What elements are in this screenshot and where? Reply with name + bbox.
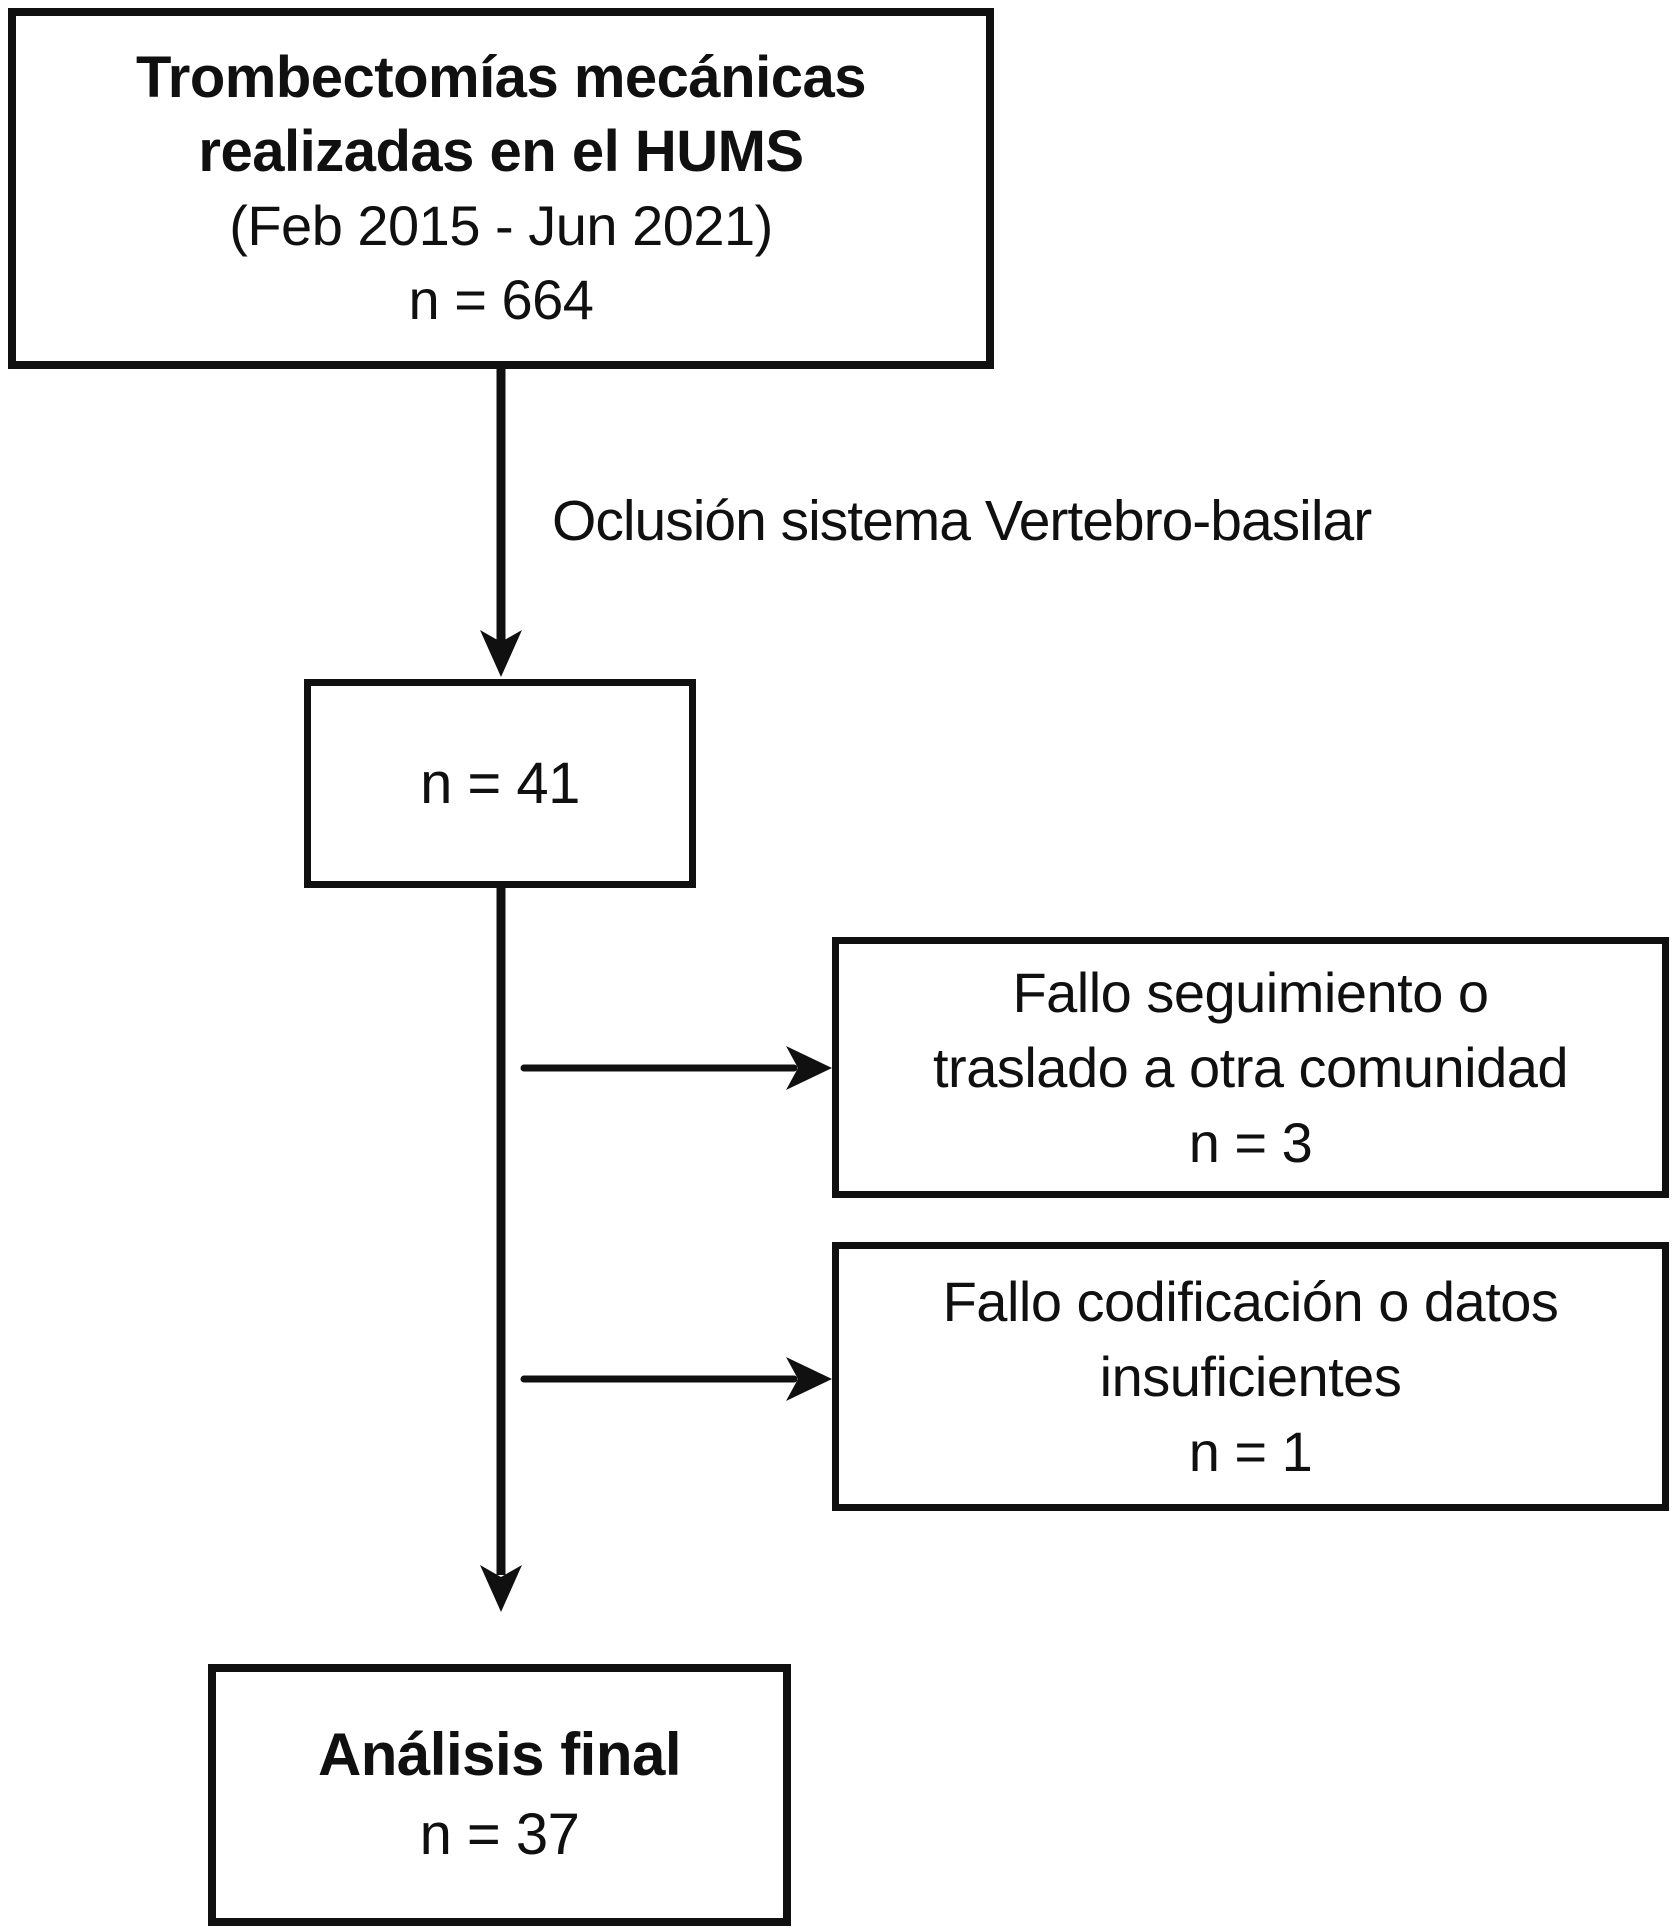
arrowhead-right-exclusion2-icon [786,1357,832,1401]
arrowhead-down-vertebro-icon [480,630,522,677]
final-box-line-1: Análisis final [317,1721,682,1788]
exclusion2-line-1: Fallo codificación o datos [942,1270,1559,1333]
arrowhead-down-final-icon [480,1565,522,1612]
edge-label-occlusion: Oclusión sistema Vertebro-basilar [552,489,1372,553]
exclusion2-line-3: n = 1 [1188,1420,1313,1483]
final-box-line-2: n = 37 [419,1802,580,1867]
exclusion2-line-2: insuficientes [1099,1345,1402,1408]
top-box: Trombectomías mecánicas realizadas en el… [8,8,994,369]
top-box-line-1: Trombectomías mecánicas [136,44,866,110]
exclusion1-line-3: n = 3 [1188,1111,1313,1174]
arrowhead-right-exclusion1-icon [786,1046,832,1090]
exclusion-box-1: Fallo seguimiento o traslado a otra comu… [832,937,1669,1198]
exclusion1-line-2: traslado a otra comunidad [933,1036,1569,1099]
vertebro-count-line: n = 41 [420,750,580,816]
final-analysis-box: Análisis final n = 37 [208,1664,791,1926]
vertebro-count-box: n = 41 [304,679,696,888]
top-box-line-3: (Feb 2015 - Jun 2021) [229,193,773,257]
top-box-line-2: realizadas en el HUMS [198,118,804,184]
top-box-line-4: n = 664 [408,267,594,331]
exclusion-box-2: Fallo codificación o datos insuficientes… [832,1242,1669,1511]
exclusion1-line-1: Fallo seguimiento o [1012,961,1489,1024]
